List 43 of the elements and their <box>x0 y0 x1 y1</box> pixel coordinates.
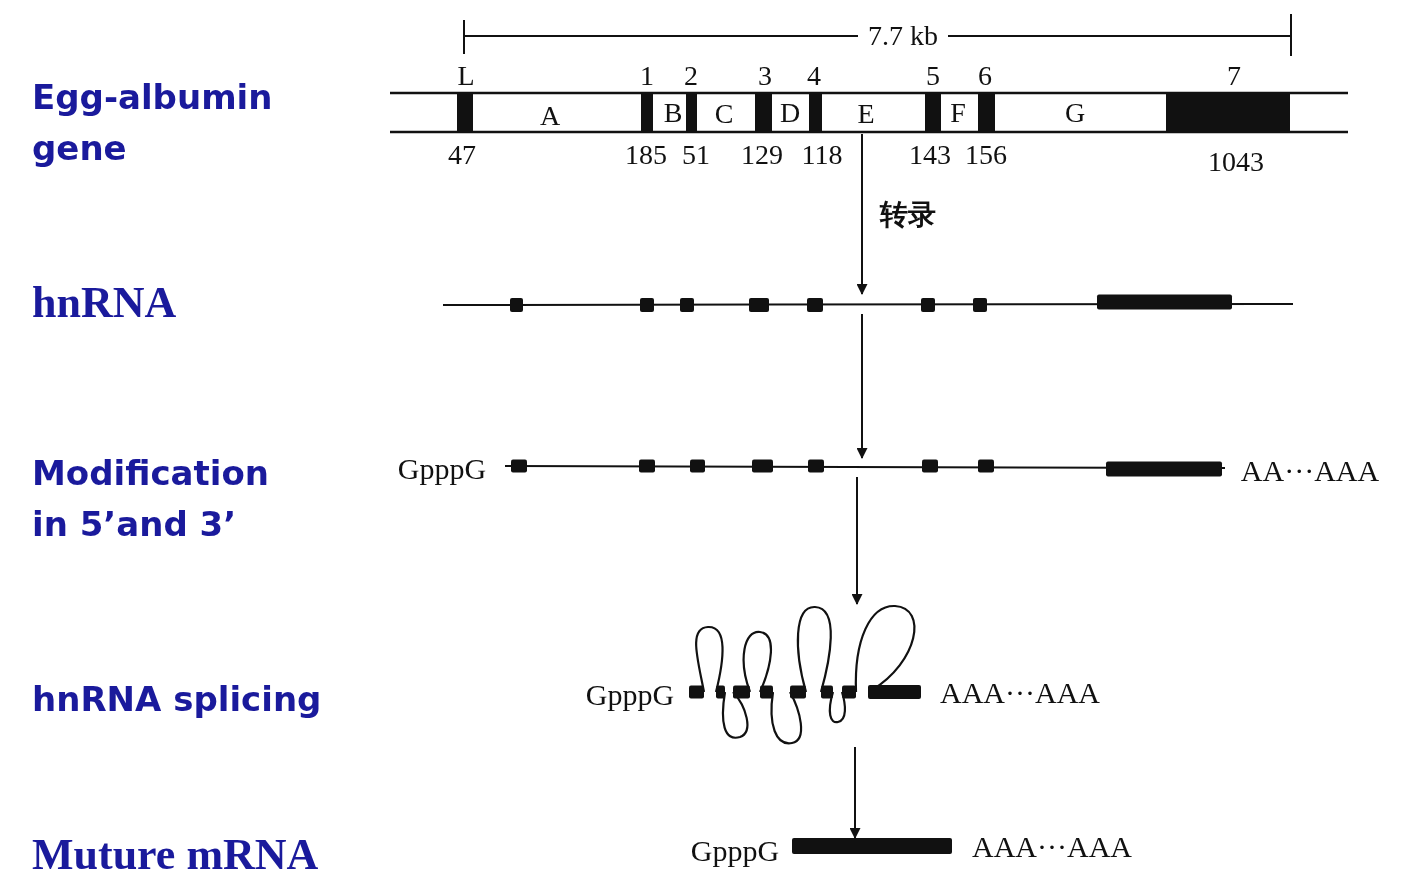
stage-title: Modification in 5’and 3’ <box>32 452 270 546</box>
intron-letter: F <box>949 97 967 129</box>
poly-a-label: AA···AAA <box>1239 453 1381 487</box>
intron-letter: G <box>1063 97 1087 129</box>
exon-length: 47 <box>447 139 477 171</box>
exon-number: 3 <box>757 60 773 92</box>
exon-number: 5 <box>925 60 941 92</box>
intron-letter: E <box>856 98 876 130</box>
cap-label: GpppG <box>584 677 676 711</box>
intron-letter: D <box>778 97 802 129</box>
exon-length: 185 <box>624 139 668 171</box>
exon-number: 4 <box>806 60 822 92</box>
gene-map-drawing <box>390 92 1350 134</box>
exon-length: 129 <box>740 139 784 171</box>
cap-label: GpppG <box>689 833 781 867</box>
mature-mrna-bar <box>792 838 952 854</box>
exon-number: 2 <box>683 60 699 92</box>
exon-length: 156 <box>964 139 1008 171</box>
exon-number: L <box>456 60 476 92</box>
arrow <box>849 746 861 840</box>
stage-title: Muture mRNA <box>32 829 320 881</box>
exon-length: 51 <box>681 139 711 171</box>
hnrna-drawing <box>442 294 1294 314</box>
stage-title: Egg-albumin gene <box>32 76 274 170</box>
exon-length: 1043 <box>1207 146 1265 178</box>
exon-length: 118 <box>800 139 844 171</box>
poly-a-label: AAA···AAA <box>971 829 1133 863</box>
exon-number: 6 <box>977 60 993 92</box>
arrow <box>851 476 863 606</box>
stage-title: hnRNA splicing <box>32 678 323 721</box>
poly-a-label: AAA···AAA <box>939 675 1101 709</box>
intron-letter: A <box>538 100 562 132</box>
intron-letter: B <box>662 97 684 129</box>
intron-letter: C <box>713 98 735 130</box>
exon-number: 7 <box>1226 60 1242 92</box>
edge-label: 转录 <box>880 197 936 233</box>
exon-length: 143 <box>908 139 952 171</box>
capped-rna-drawing <box>504 458 1226 477</box>
arrow <box>856 313 868 460</box>
cap-label: GpppG <box>396 451 488 485</box>
arrow <box>856 133 868 296</box>
stage-title: hnRNA <box>32 277 178 329</box>
exon-number: 1 <box>639 60 655 92</box>
